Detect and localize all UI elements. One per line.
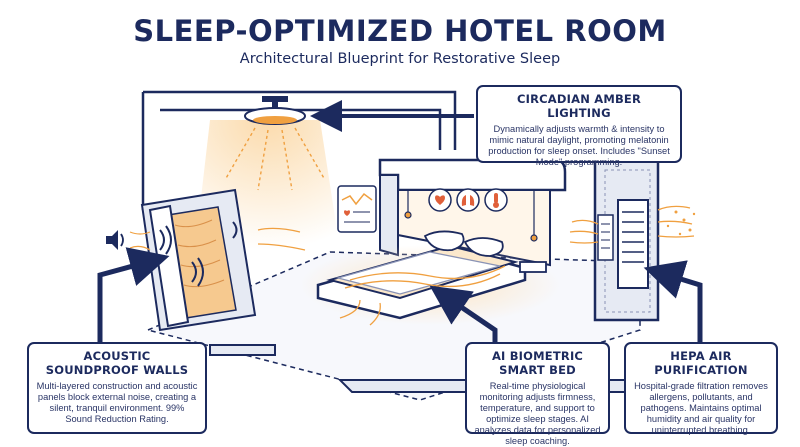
wall-vent	[597, 214, 614, 261]
lighting-callout-text: Dynamically adjusts warmth & intensity t…	[488, 124, 670, 167]
lighting-callout-title: CIRCADIAN AMBER LIGHTING	[516, 92, 642, 120]
chart-icon	[337, 185, 377, 233]
hepa-purifier	[617, 199, 649, 289]
sensor-pendants	[404, 190, 538, 242]
lighting-callout: CIRCADIAN AMBER LIGHTING Dynamically adj…	[476, 85, 682, 167]
speaker-icon	[106, 230, 124, 250]
hepa-callout-text: Hospital-grade filtration removes allerg…	[634, 381, 768, 435]
walls-callout-title: ACOUSTIC SOUNDPROOF WALLS	[45, 349, 189, 377]
headboard-pillar	[379, 174, 399, 257]
airflow-lines	[569, 205, 695, 244]
bed-callout: AI BIOMETRIC SMART BED Real-time physiol…	[465, 342, 610, 446]
nightstand	[519, 261, 547, 273]
bed-pillows	[423, 230, 504, 257]
page-title: SLEEP-OPTIMIZED HOTEL ROOM	[133, 14, 667, 48]
bed-callout-text: Real-time physiological monitoring adjus…	[474, 381, 601, 446]
walls-callout-text: Multi-layered construction and acoustic …	[36, 381, 198, 424]
bed-arrow	[429, 285, 498, 342]
page-subtitle: Architectural Blueprint for Restorative …	[239, 51, 561, 67]
light-rays	[224, 127, 326, 191]
hepa-callout: HEPA AIR PURIFICATION Hospital-grade fil…	[624, 342, 778, 435]
insulation-texture	[174, 219, 225, 288]
bed-blanket	[335, 251, 501, 295]
hepa-callout-title: HEPA AIR PURIFICATION	[654, 349, 748, 377]
walls-callout: ACOUSTIC SOUNDPROOF WALLS Multi-layered …	[27, 342, 207, 434]
air-particles	[666, 210, 696, 236]
thermometer-icon	[484, 188, 508, 212]
walls-arrow	[97, 247, 170, 342]
lungs-icon	[456, 188, 480, 212]
bed-callout-title: AI BIOMETRIC SMART BED	[491, 349, 584, 377]
sensor-waves	[339, 265, 506, 326]
hepa-arrow	[643, 260, 703, 342]
heart-icon	[428, 188, 452, 212]
floor-corner	[209, 344, 276, 356]
right-wall-hatch	[604, 169, 651, 313]
